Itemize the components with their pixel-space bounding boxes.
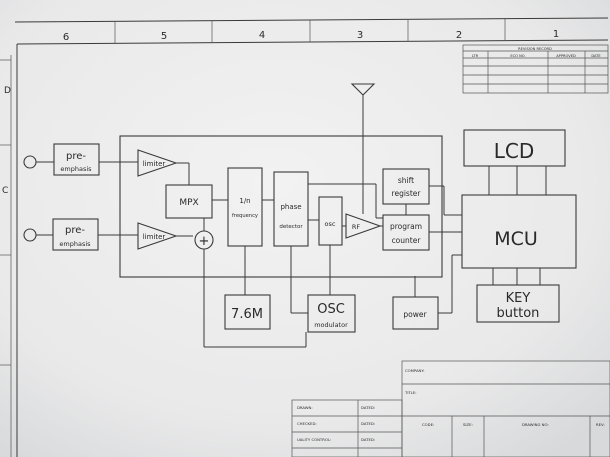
row-letter: C [2,186,8,196]
column-number: 1 [553,29,559,40]
pre-emphasis-label: pre- [65,225,85,236]
rf-label: RF [352,223,361,231]
program-counter-label: program [390,222,422,231]
revision-header-date: DATE [591,54,601,58]
drawing-frame [0,17,609,457]
summing-junction-symbol: + [199,234,210,249]
revision-record-title: REVISION RECORD [518,47,552,51]
column-numbers: 6 5 4 3 2 1 [63,29,559,43]
key-button-block: KEY button [476,284,560,323]
antenna-icon [350,83,376,214]
mpx-label: MPX [179,198,198,208]
key-label: KEY [506,291,531,306]
pre-emphasis-label: pre- [66,151,86,162]
title-block-rev: REV: [596,422,605,427]
revision-header-ltr: LTR [472,54,479,58]
column-number: 2 [456,30,462,41]
column-number: 3 [357,30,363,41]
revision-record-table: REVISION RECORD LTR ECO NO. APPROVED DAT… [462,44,609,94]
mcu-block: MCU [461,194,577,269]
title-block-company: COMPANY: [405,368,425,373]
signoff-date: DATED: [361,405,375,410]
row-letter: D [4,86,11,96]
crystal-block: 7.6M [224,294,271,330]
title-block: COMPANY: TITLE: CODE: SIZE: DRAWING NO: … [401,360,610,457]
divider-label: 1/n [239,197,250,205]
title-block-size: SIZE: [463,422,473,427]
signoff-label: UALITY CONTROL: [297,437,331,442]
signoff-label: CHECKED: [297,421,317,426]
revision-header-approved: APPROVED [556,54,576,58]
lcd-block: LCD [463,129,566,167]
shift-register-label: shift [398,176,414,185]
signoff-date: DATED: [361,421,375,426]
limiter-top: limiter [137,149,178,177]
title-block-drawing-no: DRAWING NO: [522,422,549,427]
shift-register-label: register [392,189,422,198]
divider-label: frequency [232,213,258,219]
revision-header-eco: ECO NO. [510,54,525,58]
key-label: button [497,306,540,321]
lcd-label: LCD [494,139,535,163]
crystal-label: 7.6M [231,307,263,322]
pre-emphasis-label: emphasis [60,165,92,173]
column-number: 5 [161,31,167,42]
phase-detector-label: detector [279,224,303,230]
power-label: power [403,310,427,319]
osc-label: osc [325,220,336,228]
mcu-label: MCU [494,228,538,250]
pre-emphasis-label: emphasis [59,240,91,248]
osc-modulator-label: modulator [314,321,348,329]
signoff-date: DATED: [361,437,375,442]
pre-emphasis-block-top: pre- emphasis [53,143,100,176]
signoff-label: DRAWN: [297,405,313,410]
title-block-code: CODE: [422,422,434,427]
limiter-label: limiter [143,160,166,168]
rf-module-enclosure [119,135,443,278]
column-number: 6 [63,32,69,43]
title-block-title: TITLE: [404,390,417,395]
program-counter-label: counter [392,236,422,245]
limiter-bottom: limiter [137,222,178,250]
limiter-label: limiter [143,233,166,241]
column-number: 4 [259,30,265,41]
osc-modulator-label: OSC [317,302,345,317]
phase-detector-label: phase [280,203,301,211]
